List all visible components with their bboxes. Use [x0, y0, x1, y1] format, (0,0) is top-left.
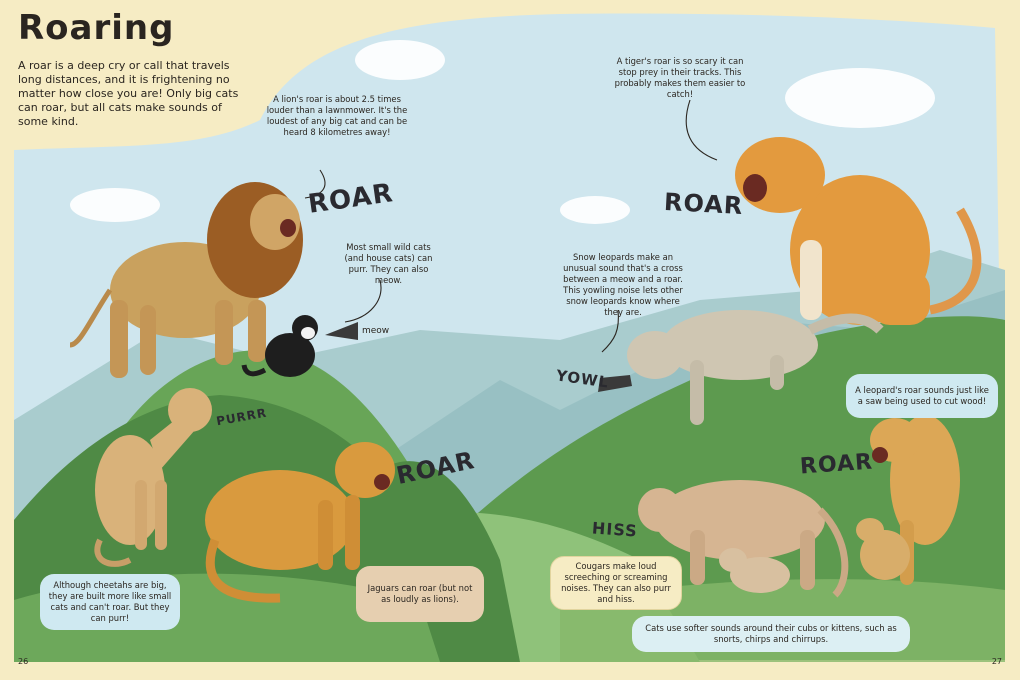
page-number-right: 27 — [991, 657, 1002, 666]
cubs-bubble: Cats use softer sounds around their cubs… — [632, 616, 910, 652]
snow-leopard-illustration — [598, 310, 884, 425]
cougar-illustration — [638, 480, 849, 598]
cloud — [560, 196, 630, 224]
lion-illustration — [69, 182, 303, 378]
arrow-cat — [344, 279, 382, 323]
page-title: Roaring — [18, 8, 175, 48]
leopard-bubble: A leopard's roar sounds just like a saw … — [846, 374, 998, 418]
tiger-illustration — [735, 137, 982, 325]
page-number-left: 26 — [18, 657, 29, 666]
cloud — [785, 68, 935, 128]
cheetah-bubble: Although cheetahs are big, they are buil… — [40, 574, 180, 630]
tiger-sound-text: ROAR — [663, 187, 744, 221]
jaguar-bubble: Jaguars can roar (but not as loudly as l… — [356, 566, 484, 622]
intro-paragraph: A roar is a deep cry or call that travel… — [18, 59, 239, 128]
arrow-lion — [304, 169, 326, 199]
jaguar-illustration — [205, 442, 395, 603]
tiger-note: A tiger's roar is so scary it can stop p… — [614, 56, 746, 99]
cloud — [70, 188, 160, 222]
meow-sound-text: meow — [362, 326, 390, 336]
lion-note: A lion's roar is about 2.5 times louder … — [266, 94, 408, 137]
snow-leopard-note: Snow leopards make an unusual sound that… — [563, 252, 683, 317]
leopard-sound-text: ROAR — [799, 449, 874, 480]
cloud — [355, 40, 445, 80]
arrow-snow-leopard — [601, 309, 619, 353]
house-cat-illustration — [241, 315, 358, 377]
leopard-illustration — [856, 415, 960, 585]
arrow-tiger — [685, 99, 718, 161]
cheetah-illustration — [94, 388, 212, 567]
cougar-bubble: Cougars make loud screeching or screamin… — [550, 556, 682, 610]
hiss-sound-text: HISS — [591, 518, 639, 541]
small-cats-note: Most small wild cats (and house cats) ca… — [344, 242, 433, 285]
